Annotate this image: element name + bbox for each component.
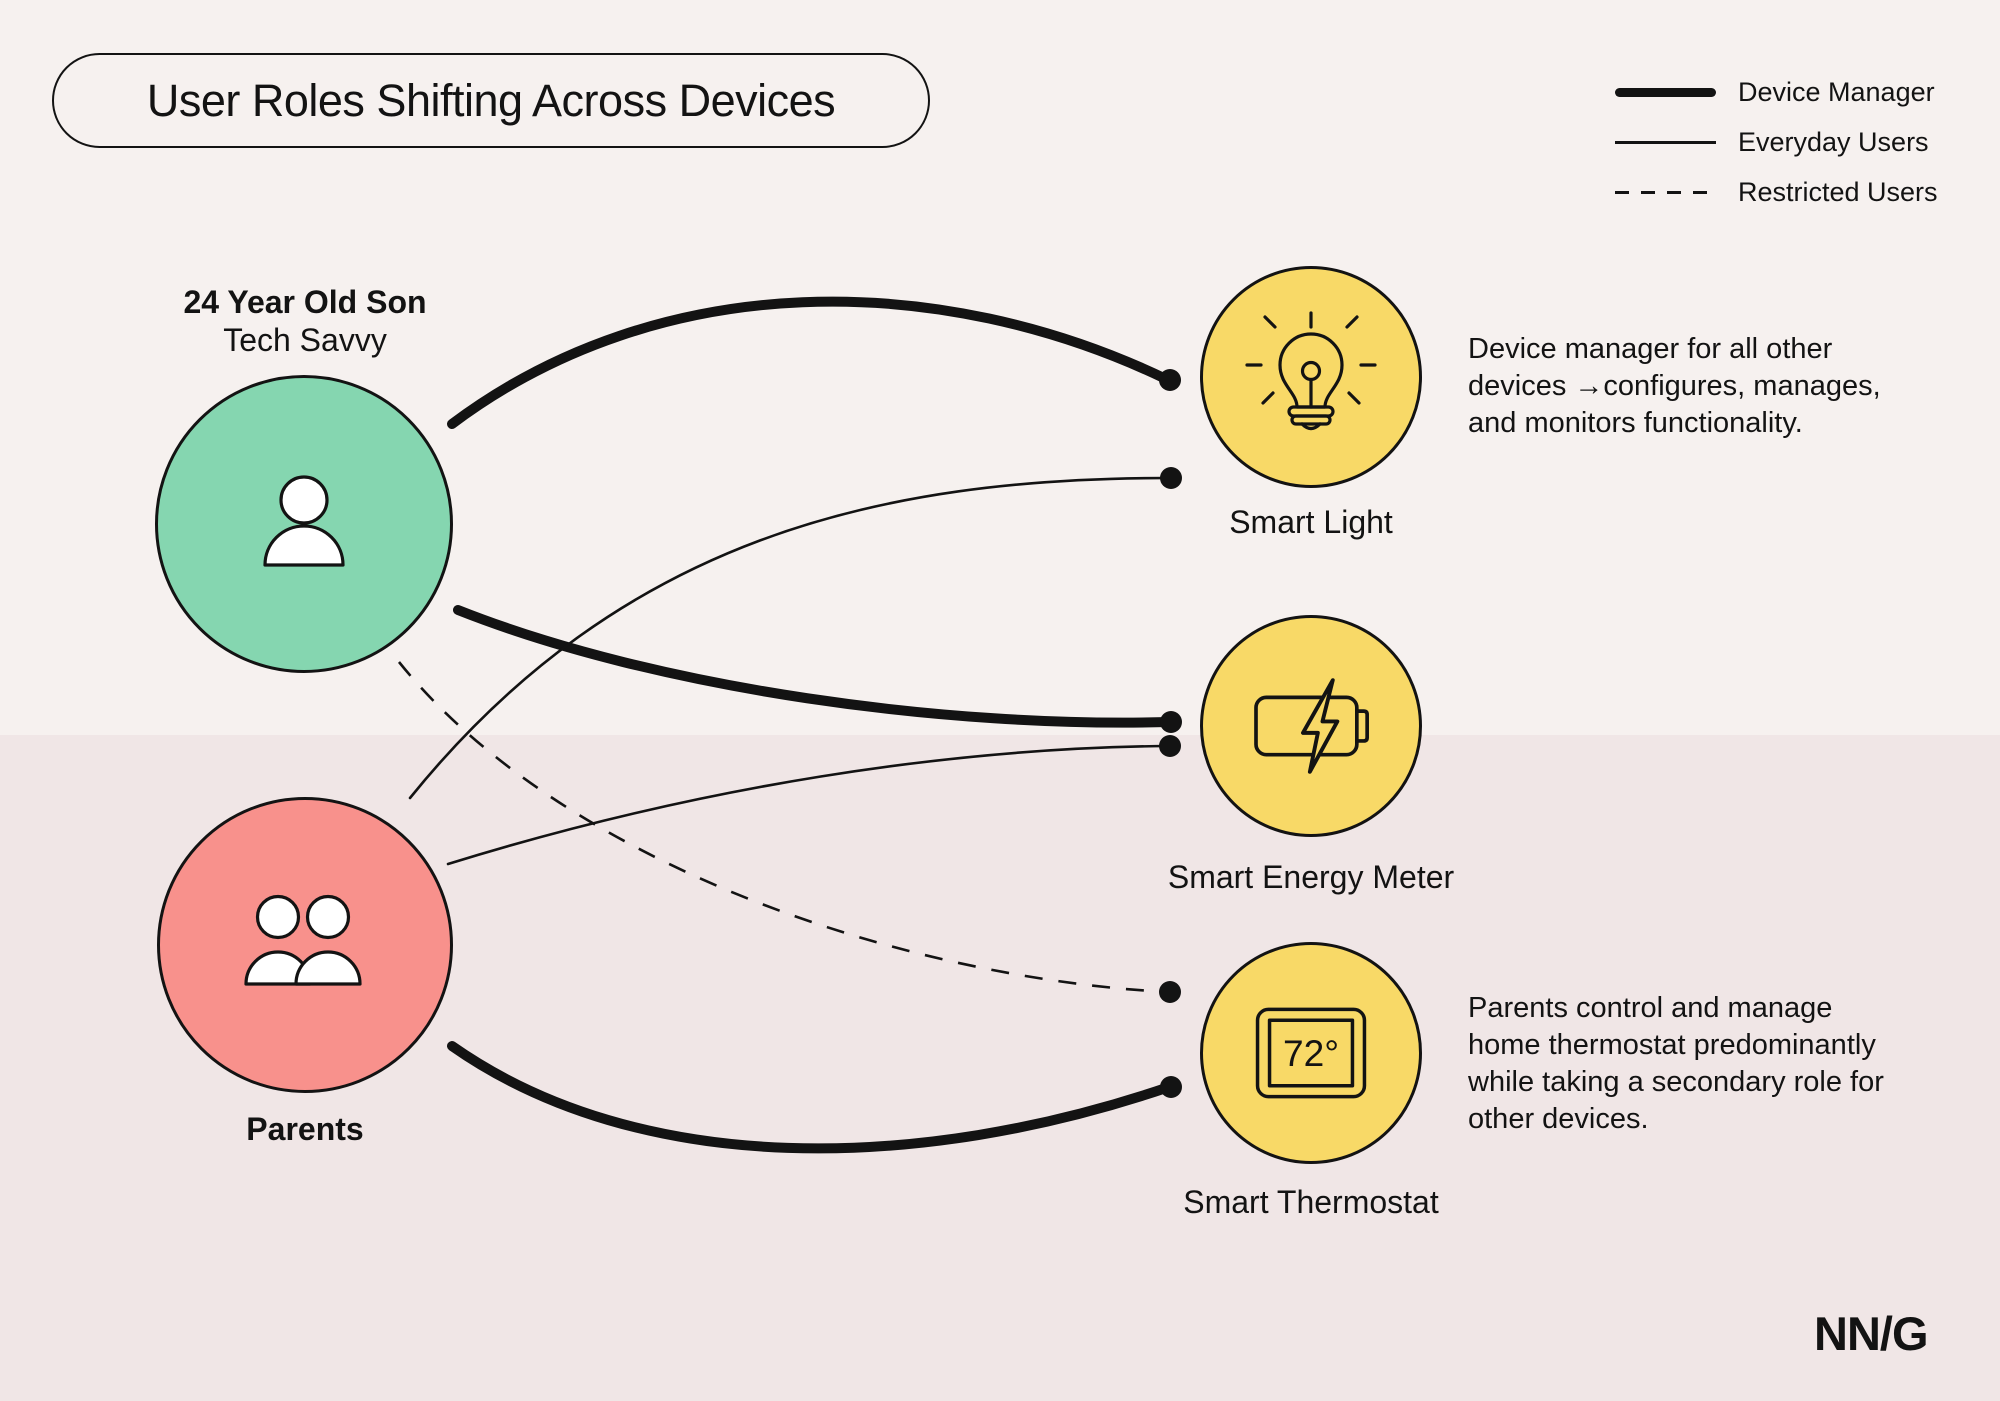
connection-endpoint-dot xyxy=(1159,369,1181,391)
connection-parents-smart-light xyxy=(408,476,1171,800)
legend-row-restricted-users: Restricted Users xyxy=(1615,167,1938,217)
connection-son-smart-energy-meter xyxy=(453,605,1174,728)
son-label-line2: Tech Savvy xyxy=(223,322,387,358)
page-title: User Roles Shifting Across Devices xyxy=(146,74,836,126)
connection-parents-smart-energy-meter xyxy=(446,744,1170,866)
annotation-device-manager: Device manager for all other devices →co… xyxy=(1468,333,1881,439)
son-label-line1: 24 Year Old Son xyxy=(183,284,427,320)
legend-row-device-manager: Device Manager xyxy=(1615,67,1938,117)
connection-endpoint-dot xyxy=(1160,1076,1182,1098)
thermostat-icon: 72° xyxy=(1255,1007,1367,1099)
node-parents xyxy=(157,797,453,1093)
legend: Device Manager Everyday Users Restricted… xyxy=(1615,67,1938,217)
legend-label: Everyday Users xyxy=(1738,126,1929,157)
battery-bolt-icon xyxy=(1254,678,1369,774)
connection-son-smart-thermostat xyxy=(397,661,1169,994)
connection-endpoint-dot xyxy=(1160,467,1182,489)
smart-thermostat-label: Smart Thermostat xyxy=(1183,1184,1439,1220)
parents-label: Parents xyxy=(246,1111,364,1147)
connection-son-smart-light xyxy=(447,296,1173,429)
annotation-parents-thermostat: Parents control and manage home thermost… xyxy=(1468,992,1884,1135)
node-smart-light xyxy=(1200,266,1422,488)
lightbulb-icon xyxy=(1245,311,1377,431)
thermostat-temperature-value: 72° xyxy=(1283,1032,1339,1074)
thick-line-icon xyxy=(1615,87,1716,97)
legend-row-everyday-users: Everyday Users xyxy=(1615,117,1938,167)
two-people-icon xyxy=(244,894,362,986)
nng-logo: NN/G xyxy=(1814,1307,1928,1360)
son-label: 24 Year Old Son Tech Savvy xyxy=(55,283,555,359)
connection-endpoint-dot xyxy=(1159,735,1181,757)
legend-label: Device Manager xyxy=(1738,76,1935,107)
connection-parents-smart-thermostat xyxy=(447,1041,1174,1154)
legend-label: Restricted Users xyxy=(1738,176,1938,207)
node-son xyxy=(155,375,453,673)
connection-endpoint-dot xyxy=(1160,711,1182,733)
node-smart-thermostat: 72° xyxy=(1200,942,1422,1164)
smart-energy-meter-label: Smart Energy Meter xyxy=(1167,859,1455,895)
single-person-icon xyxy=(263,475,345,567)
connection-endpoint-dot xyxy=(1159,981,1181,1003)
thin-line-icon xyxy=(1615,140,1716,144)
smart-light-label: Smart Light xyxy=(1229,504,1393,540)
title-pill: User Roles Shifting Across Devices xyxy=(52,53,930,148)
node-smart-energy-meter xyxy=(1200,615,1422,837)
dashed-line-icon xyxy=(1615,190,1716,194)
